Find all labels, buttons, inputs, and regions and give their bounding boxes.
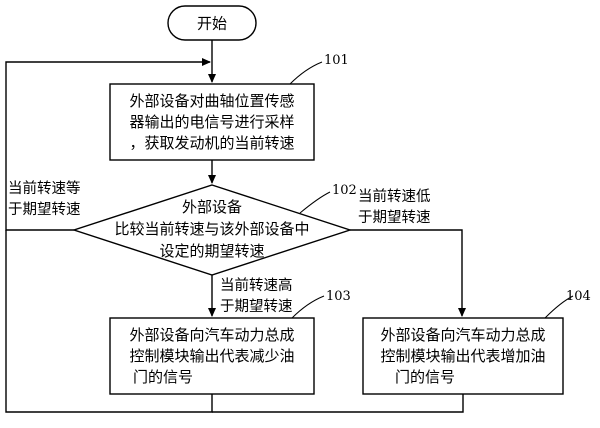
branch-higher-line-1: 当前转速高: [220, 277, 293, 294]
ref-103-leader: [291, 295, 325, 319]
branch-lower-line-1: 当前转速低: [358, 188, 431, 205]
start-label: 开始: [197, 15, 227, 33]
ref-102: 102: [332, 183, 357, 198]
step-104-line-2: 控制模块输出代表增加油: [380, 347, 545, 365]
arrow-equal-loop: [5, 58, 211, 231]
branch-higher-line-2: 于期望转速: [220, 298, 293, 315]
step-101-line-2: 器输出的电信号进行采样: [129, 113, 294, 131]
line-103-return: [5, 230, 213, 413]
step-104-line-3: 门的信号: [395, 368, 455, 386]
start-node: 开始: [167, 5, 257, 41]
decision-line-1: 外部设备: [182, 198, 242, 216]
line-104-return: [212, 394, 464, 413]
step-101-line-3: ，获取发动机的当前转速: [129, 134, 294, 152]
decision-102-node: 外部设备 比较当前转速与该外部设备中 设定的期望转速: [71, 184, 353, 276]
arrow-lower-to-104: [350, 229, 466, 317]
step-104-node: 外部设备向汽车动力总成 控制模块输出代表增加油 门的信号: [362, 317, 564, 395]
ref-103: 103: [326, 289, 351, 304]
step-103-node: 外部设备向汽车动力总成 控制模块输出代表减少油 门的信号: [109, 317, 315, 395]
branch-equal-line-1: 当前转速等: [8, 179, 81, 197]
step-101-node: 外部设备对曲轴位置传感 器输出的电信号进行采样 ，获取发动机的当前转速: [109, 83, 315, 161]
branch-lower-line-2: 于期望转速: [358, 209, 431, 226]
step-103-line-1: 外部设备向汽车动力总成: [129, 326, 294, 344]
ref-104-leader: [544, 295, 574, 319]
step-103-line-2: 控制模块输出代表减少油: [129, 347, 294, 365]
ref-104: 104: [566, 289, 591, 304]
step-103-line-3: 门的信号: [133, 368, 193, 386]
branch-equal-line-2: 于期望转速: [8, 201, 81, 218]
step-104-line-1: 外部设备向汽车动力总成: [380, 326, 545, 344]
ref-102-leader: [299, 191, 331, 214]
decision-line-2: 比较当前转速与该外部设备中: [114, 220, 309, 238]
step-101-line-1: 外部设备对曲轴位置传感: [129, 92, 294, 110]
ref-101-leader: [289, 61, 323, 85]
decision-line-3: 设定的期望转速: [159, 242, 264, 260]
ref-101: 101: [324, 53, 349, 68]
